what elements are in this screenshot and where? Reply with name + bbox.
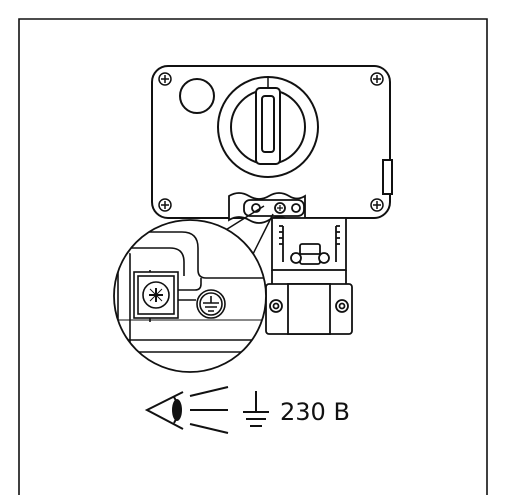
actuator-housing [151, 65, 393, 219]
mounting-bracket [265, 217, 353, 335]
indicator-window [179, 78, 215, 114]
rotary-knob [217, 76, 319, 178]
voltage-label: 230 В [280, 398, 350, 426]
magnified-detail [113, 219, 267, 373]
eye-icon [144, 386, 229, 434]
housing-screws [158, 72, 384, 212]
ground-symbol-icon [243, 391, 269, 427]
page-border [18, 18, 488, 495]
